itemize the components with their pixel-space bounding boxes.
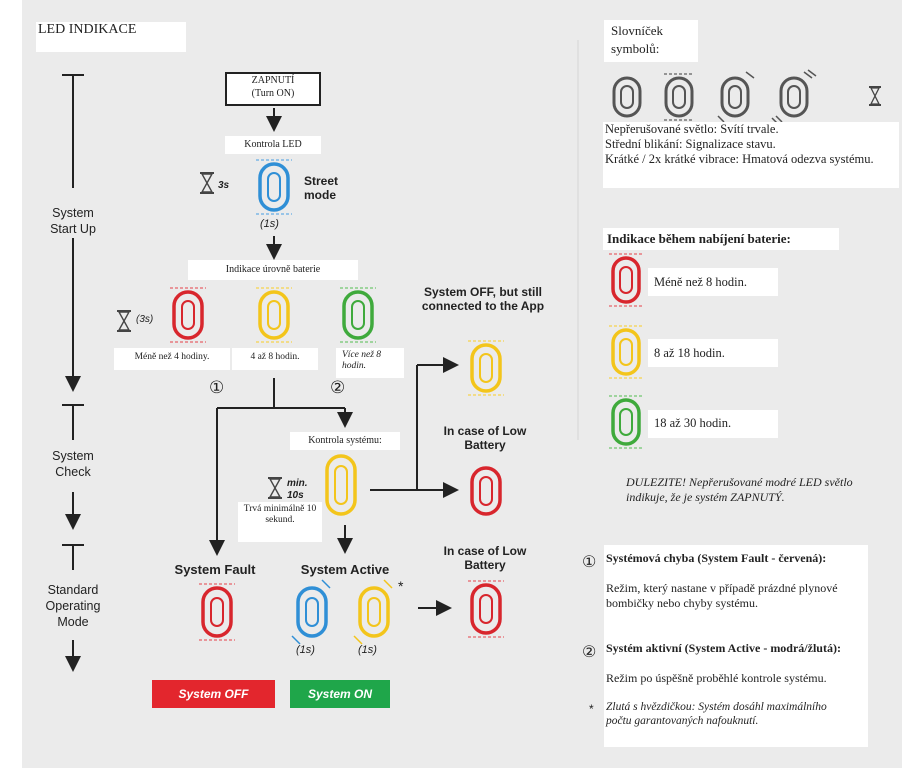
- led-solid-icon: [612, 76, 642, 118]
- charge-green-label: 18 až 30 hodin.: [654, 416, 732, 430]
- led-check-label: Kontrola LED: [244, 139, 302, 150]
- led-yellow-icon: [325, 454, 357, 516]
- turn-on-box: [225, 72, 321, 106]
- note-2-text: Režim po úspěšně proběhlé kontrole systé…: [606, 671, 827, 685]
- led-vibrate-icon: [717, 71, 755, 123]
- battery-indication-label: Indikace úrovně baterie: [225, 264, 321, 275]
- note-3-text: Zlutá s hvězdičkou: Systém dosáhl maximá…: [606, 701, 827, 727]
- duration-1s: (1s): [260, 218, 279, 230]
- yellow-duration-1s: (1s): [358, 644, 377, 656]
- hourglass-icon: [117, 310, 131, 332]
- page-title: LED INDIKACE: [38, 22, 137, 37]
- led-double-vibrate-icon: [771, 69, 817, 125]
- legend-line-3: Krátké / 2x krátké vibrace: Hmatová odez…: [605, 152, 874, 166]
- system-check-label: Kontrola systému:: [308, 435, 382, 446]
- min-10s-note-box: [238, 502, 322, 542]
- legend-description-box: [603, 122, 899, 188]
- street-mode-label: Street mode: [304, 174, 339, 202]
- note-1-marker: ①: [582, 554, 597, 571]
- charging-title: Indikace během nabíjení baterie:: [607, 231, 791, 246]
- blue-duration-1s: (1s): [296, 644, 315, 656]
- system-off-badge: System OFF: [152, 680, 275, 708]
- battery-mid-label: 4 až 8 hodin.: [250, 352, 300, 362]
- timer-3s-paren: (3s): [136, 314, 154, 325]
- led-red-icon: [468, 580, 504, 638]
- battery-indication-box: [188, 260, 358, 280]
- charge-yellow-label: 8 až 18 hodin.: [654, 346, 725, 360]
- timer-3s: 3s: [218, 180, 230, 191]
- phase-standard: Standard Operating Mode: [45, 583, 101, 629]
- charging-title-box: [603, 228, 839, 250]
- led-yellow-icon: [353, 579, 393, 645]
- led-blue-icon: [291, 579, 331, 645]
- title-box: [36, 22, 186, 52]
- legend-line-1: Nepřerušované světlo: Svítí trvale.: [605, 122, 779, 136]
- system-fault-label: System Fault: [174, 562, 256, 577]
- min-10s-label: min. 10s: [287, 478, 308, 501]
- led-red-icon: [199, 583, 235, 641]
- important-note: DULEZITE! Nepřerušované modré LED světlo…: [626, 475, 853, 504]
- led-red-icon: [170, 287, 206, 343]
- asterisk: *: [398, 578, 404, 594]
- led-red-icon: [609, 253, 643, 307]
- battery-low-label: Méně než 4 hodiny.: [134, 352, 210, 362]
- note-1-text: Režim, který nastane v případě prázdné p…: [606, 581, 838, 610]
- charge-yellow-box: [648, 339, 778, 367]
- legend-title-box: [604, 20, 698, 62]
- notes-box: [604, 545, 868, 747]
- led-yellow-icon: [256, 287, 292, 343]
- legend-title: Slovníček symbolů:: [611, 23, 663, 56]
- hourglass-icon: [200, 172, 214, 194]
- phase-startup: System Start Up: [50, 206, 96, 236]
- system-on-badge: System ON: [290, 680, 390, 708]
- system-check-box: [290, 432, 400, 450]
- phase-check: System Check: [52, 449, 94, 479]
- charge-green-box: [648, 410, 778, 438]
- system-off-connected-label: System OFF, but still connected to the A…: [421, 285, 545, 313]
- turn-on-en-label: (Turn ON): [251, 88, 295, 99]
- min-10s-note: Trvá minimálně 10 sekund.: [243, 504, 317, 525]
- charge-red-box: [648, 268, 778, 296]
- battery-mid-box: [232, 348, 318, 370]
- hourglass-icon: [869, 86, 881, 106]
- marker-2: ②: [330, 378, 346, 397]
- legend-line-2: Střední blikání: Signalizace stavu.: [605, 137, 776, 151]
- battery-high-label: Více než 8 hodin.: [342, 350, 382, 371]
- marker-1: ①: [209, 378, 225, 397]
- led-blink-icon: [664, 73, 694, 121]
- system-active-label: System Active: [300, 562, 390, 577]
- led-red-icon: [470, 466, 502, 516]
- note-2-title: Systém aktivní (System Active - modrá/žl…: [606, 641, 841, 655]
- battery-low-box: [114, 348, 230, 370]
- led-green-icon: [340, 287, 376, 343]
- note-3-marker: *: [589, 702, 594, 716]
- note-2-marker: ②: [582, 644, 597, 661]
- low-battery-label-2: In case of Low Battery: [443, 544, 527, 572]
- note-1-title: Systémová chyba (System Fault - červená)…: [606, 551, 827, 565]
- led-green-icon: [609, 395, 643, 449]
- hourglass-icon: [268, 477, 282, 499]
- led-yellow-icon: [468, 340, 504, 396]
- low-battery-label: In case of Low Battery: [443, 424, 527, 452]
- led-check-box: [225, 136, 321, 154]
- led-yellow-icon: [609, 325, 643, 379]
- battery-high-box: [336, 348, 404, 378]
- turn-on-label: ZAPNUTÍ: [251, 75, 295, 86]
- led-blue-icon: [256, 159, 292, 215]
- charge-red-label: Méně než 8 hodin.: [654, 275, 748, 289]
